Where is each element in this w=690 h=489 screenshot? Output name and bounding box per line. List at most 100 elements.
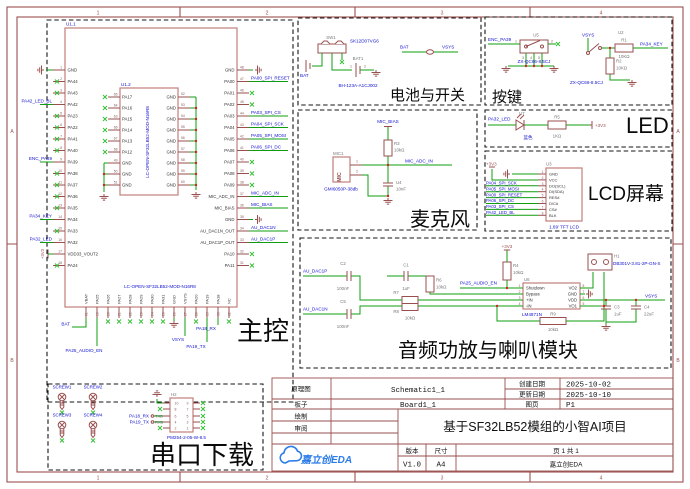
net-label[interactable]: ENC_PA39: [488, 37, 512, 42]
designator[interactable]: C5: [340, 299, 346, 304]
designator[interactable]: U7: [519, 111, 525, 116]
designator[interactable]: C4: [644, 305, 650, 310]
designator[interactable]: U1.2: [121, 82, 131, 87]
screw-label[interactable]: SCREW3: [53, 413, 72, 418]
resistor-body[interactable]: [547, 120, 567, 130]
value[interactable]: 1KΩ: [553, 134, 562, 139]
net-label[interactable]: PA05_SPI_MOSI: [486, 186, 519, 191]
wire[interactable]: [312, 51, 458, 71]
net-label[interactable]: MIC_BIAS: [251, 202, 272, 207]
section-title-battery[interactable]: 电池与开关: [390, 87, 465, 104]
part-number[interactable]: ZX-QC66-8.5CJ: [518, 59, 551, 64]
net-label[interactable]: PA34_KEY: [640, 42, 663, 47]
resistor-body[interactable]: [401, 303, 419, 311]
net-label[interactable]: PA42_LED_BL: [486, 210, 515, 215]
part-number[interactable]: BH-123A-A1CJ002: [338, 83, 378, 88]
net-label[interactable]: BAT: [61, 322, 70, 327]
net-label[interactable]: PA34_KEY: [29, 214, 52, 219]
designator[interactable]: H1: [614, 254, 620, 259]
net-label[interactable]: PA32_LED: [30, 237, 53, 242]
value[interactable]: 10KΩ: [616, 66, 628, 71]
net-label[interactable]: AU_DAC1P: [251, 237, 275, 242]
resistor-body[interactable]: [401, 296, 419, 304]
net-label[interactable]: MIC_ADC_IN: [251, 191, 279, 196]
section-title-main[interactable]: 主控: [237, 316, 289, 346]
power-label[interactable]: +3V3: [40, 248, 45, 259]
resistor-body[interactable]: [605, 57, 615, 75]
value[interactable]: 22uF: [644, 312, 654, 317]
net-label[interactable]: AU_DAC1P: [303, 269, 327, 274]
net-label[interactable]: VSYS: [645, 294, 657, 299]
lcd-connector-body[interactable]: [545, 167, 583, 222]
designator[interactable]: BAT1: [353, 56, 364, 61]
power-label[interactable]: +3V3: [595, 123, 606, 128]
net-label[interactable]: PA03_SPI_CS: [251, 110, 281, 115]
value[interactable]: 10KΩ: [618, 54, 630, 59]
designator[interactable]: U5: [533, 33, 539, 38]
mcu-inner-body[interactable]: [119, 87, 179, 196]
part-number[interactable]: PM254-2-05-W-8.5: [167, 435, 206, 440]
net-label[interactable]: PA06_SPI_DC: [251, 145, 282, 150]
net-label[interactable]: PA25_AUDIO_EN: [460, 281, 497, 286]
net-label[interactable]: PA25_AUDIO_EN: [66, 348, 103, 353]
designator[interactable]: R2: [616, 59, 622, 64]
screw-label[interactable]: SCREW2: [84, 385, 103, 390]
value[interactable]: 1uF: [614, 312, 622, 317]
designator[interactable]: C1: [403, 263, 409, 268]
part-number[interactable]: GMI6050P-38db: [324, 187, 358, 192]
net-label[interactable]: PA42_LED_BL: [21, 99, 52, 104]
designator[interactable]: R1: [621, 38, 627, 43]
value[interactable]: 10kΩ: [548, 327, 559, 332]
part-number[interactable]: LC-OPEN-SF32LB52-MOD-N16R8: [124, 284, 196, 289]
designator[interactable]: U4: [396, 180, 402, 185]
switch-body[interactable]: [317, 43, 347, 54]
value[interactable]: 100nF: [337, 286, 350, 291]
value[interactable]: 10kΩ: [405, 316, 416, 321]
value[interactable]: 蓝色: [523, 134, 533, 140]
resistor-body[interactable]: [383, 139, 393, 157]
header-body[interactable]: [169, 397, 194, 433]
resistor-body[interactable]: [614, 43, 634, 53]
part-number[interactable]: SK12D07VG6: [350, 39, 379, 44]
screw-label[interactable]: SCREW1: [53, 385, 72, 390]
net-label[interactable]: PA18_RX: [129, 414, 149, 419]
value[interactable]: 100nF: [337, 324, 350, 329]
net-label[interactable]: AU_DAC1N: [303, 307, 328, 312]
value[interactable]: 10kΩ: [394, 148, 405, 153]
section-title-led[interactable]: LED: [626, 113, 669, 138]
amp-body[interactable]: [522, 282, 581, 310]
designator[interactable]: U6: [524, 277, 530, 282]
section-title-audio[interactable]: 音频功放与喇叭模块: [398, 339, 578, 362]
wire[interactable]: [362, 126, 452, 197]
value[interactable]: 10kΩ: [513, 270, 524, 275]
designator[interactable]: R9: [550, 312, 556, 317]
designator[interactable]: R6: [436, 278, 442, 283]
designator[interactable]: SW1: [326, 35, 336, 40]
net-label[interactable]: PA03_SPI_CS: [486, 204, 514, 209]
screw-label[interactable]: SCREW4: [84, 413, 103, 418]
value[interactable]: 10kΩ: [436, 285, 447, 290]
part-number[interactable]: LM4871N: [522, 312, 542, 317]
mic-body[interactable]: [332, 156, 351, 183]
part-number[interactable]: ZX-QC66-8.5CJ: [570, 80, 603, 85]
net-label[interactable]: BAT: [400, 45, 409, 50]
section-title-mic[interactable]: 麦克风: [410, 208, 470, 231]
value[interactable]: 1uF: [402, 286, 410, 291]
net-label[interactable]: PA04_SPI_SCK: [486, 181, 517, 186]
net-label[interactable]: PA18_RX: [196, 326, 216, 331]
section-title-buttons[interactable]: 按键: [492, 89, 522, 106]
fuse-icon[interactable]: [426, 49, 434, 55]
designator[interactable]: H2: [171, 392, 177, 397]
net-label[interactable]: MIC_BIAS: [377, 119, 398, 124]
designator[interactable]: R5: [554, 115, 560, 120]
net-label[interactable]: PA32_LED: [488, 117, 511, 122]
part-number[interactable]: DB301V-3.81-2P-GN-S: [613, 261, 661, 266]
value[interactable]: 10nF: [396, 187, 406, 192]
section-title-serial[interactable]: 串口下载: [150, 440, 254, 470]
designator[interactable]: R7: [393, 290, 399, 295]
resistor-body[interactable]: [539, 317, 567, 325]
designator[interactable]: C2: [340, 261, 346, 266]
speaker-terminal-body[interactable]: [587, 253, 613, 271]
net-label[interactable]: PA00_SPI_RESET: [251, 76, 290, 81]
